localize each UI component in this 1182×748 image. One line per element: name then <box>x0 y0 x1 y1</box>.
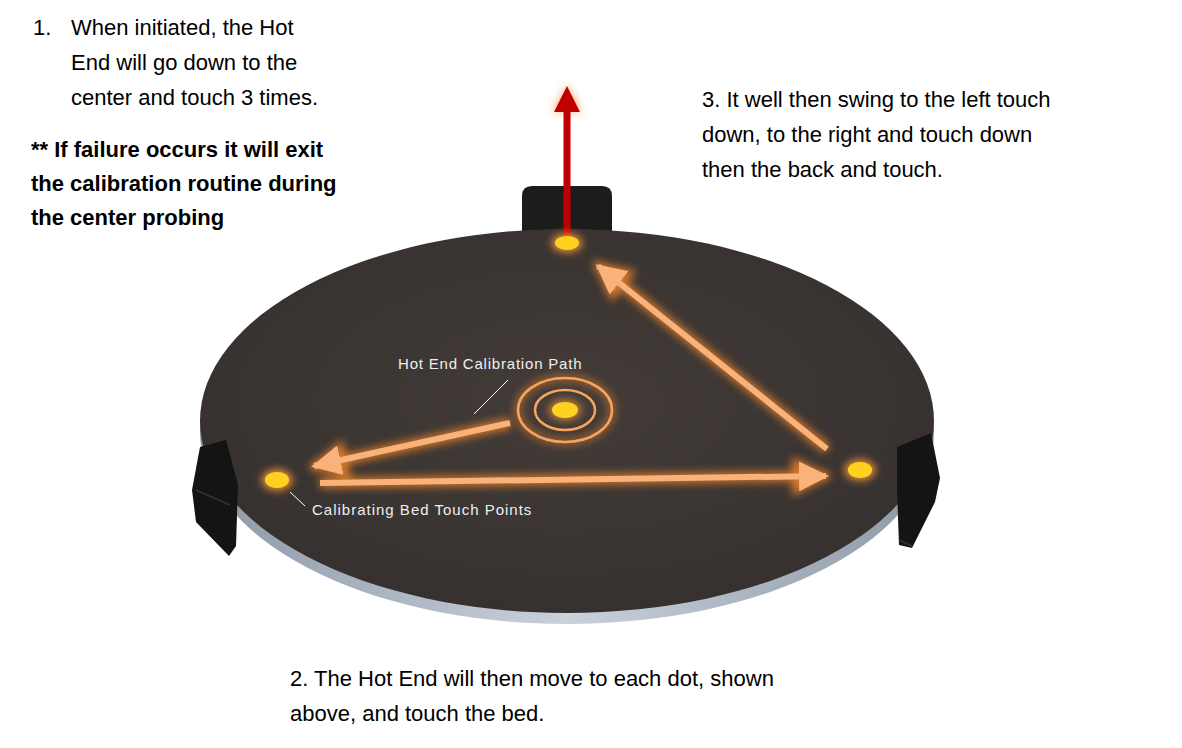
step-note: 2. The Hot End will then move to each do… <box>290 661 810 731</box>
step-note: When initiated, the Hot End will go down… <box>71 10 326 115</box>
bed-surface <box>200 229 934 613</box>
points-leader <box>290 492 305 506</box>
center-target <box>518 378 612 442</box>
lift-arrow <box>552 84 582 238</box>
callout-number: 1. <box>33 10 51 45</box>
path-label: Hot End Calibration Path <box>398 355 582 373</box>
right-clip <box>897 433 940 548</box>
left-clip-edge <box>196 490 230 505</box>
touch-dots <box>262 234 875 490</box>
right-clip-edge <box>899 540 912 546</box>
points-label: Calibrating Bed Touch Points <box>312 501 532 519</box>
left-clip <box>192 440 238 556</box>
warning-note: ** If failure occurs it will exit the ca… <box>31 133 351 235</box>
path-leader <box>474 380 508 414</box>
path-arrows <box>312 264 828 483</box>
step-note: 3. It well then swing to the left touch … <box>702 82 1072 187</box>
